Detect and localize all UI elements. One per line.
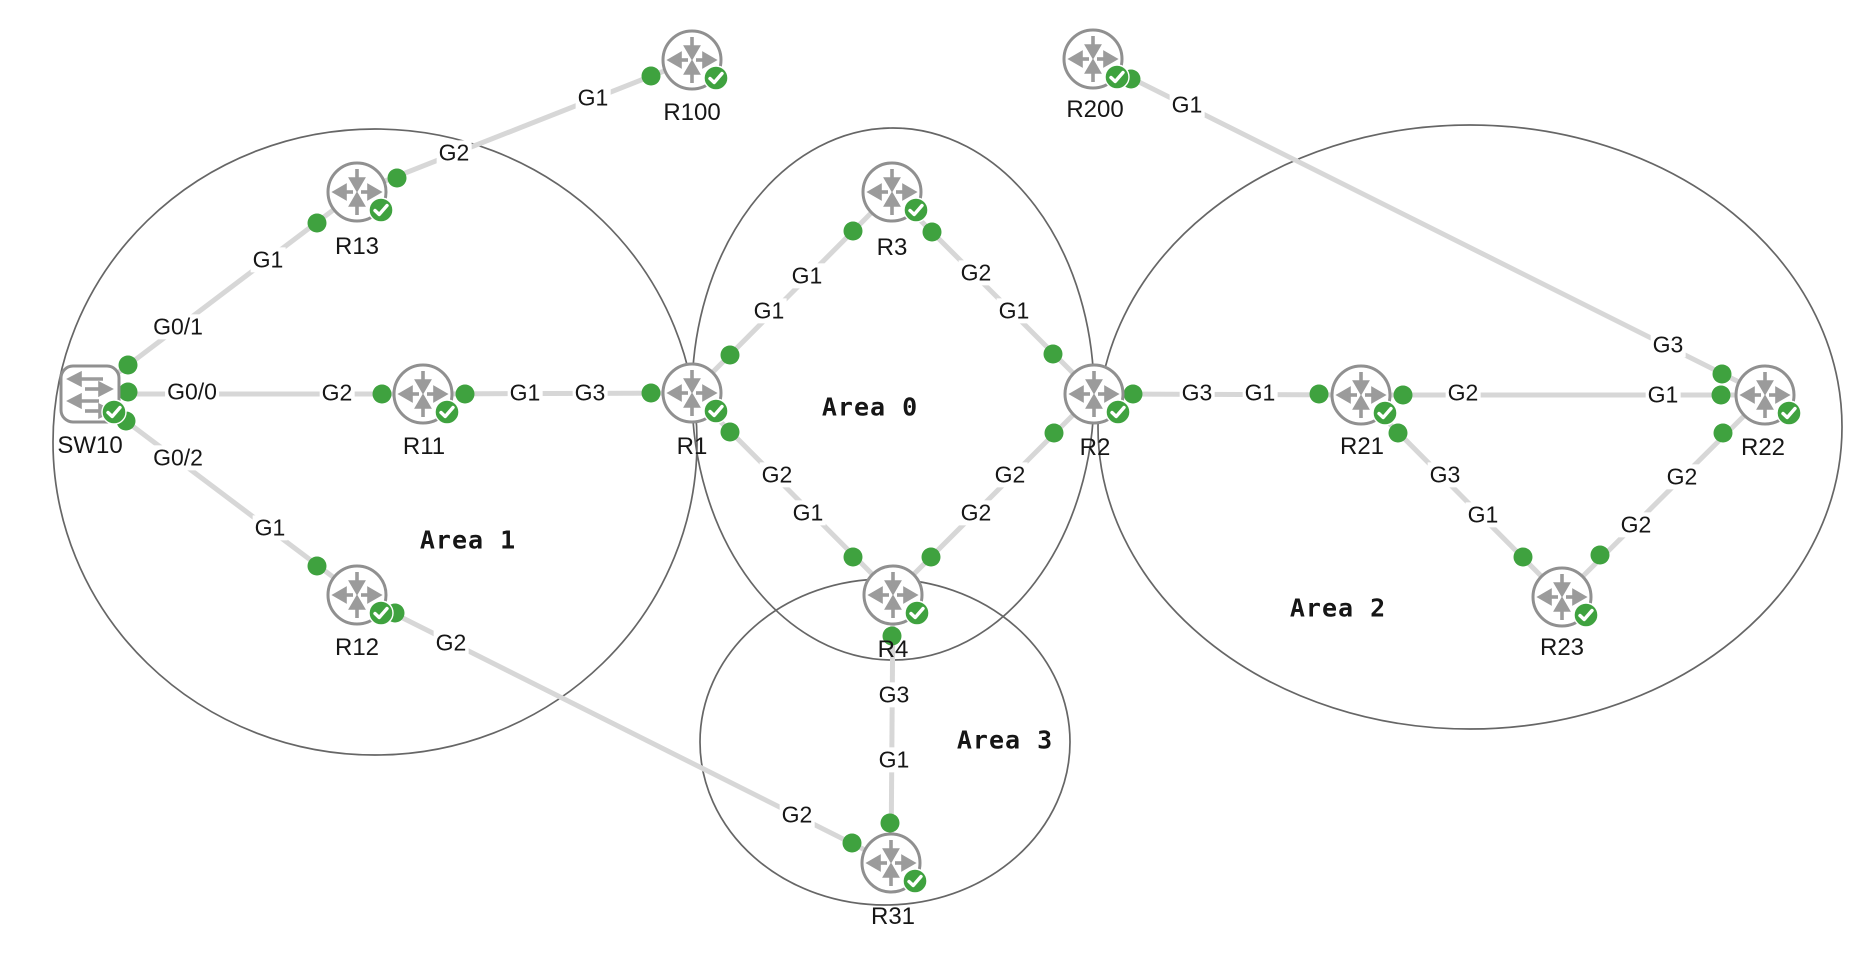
area-label-3[interactable]: Area 3 <box>956 725 1054 755</box>
iface-label-r21-g1[interactable]: G1 <box>1242 379 1278 406</box>
node-label-r2[interactable]: R2 <box>1079 434 1111 461</box>
iface-label-r12-g2[interactable]: G2 <box>433 629 469 656</box>
iface-label-r100-g1[interactable]: G1 <box>575 84 611 111</box>
status-up-check-icon <box>1372 400 1398 426</box>
node-r1[interactable] <box>660 361 724 425</box>
iface-label-r22-g2[interactable]: G2 <box>1664 463 1700 490</box>
iface-label-r3-g2[interactable]: G2 <box>958 259 994 286</box>
iface-label-r4-g1[interactable]: G1 <box>790 499 826 526</box>
node-label-r200[interactable]: R200 <box>1066 96 1124 123</box>
node-label-r21[interactable]: R21 <box>1339 433 1385 460</box>
status-up-check-icon <box>1573 602 1599 628</box>
node-r22[interactable] <box>1733 363 1797 427</box>
area-label-2[interactable]: Area 2 <box>1289 593 1387 623</box>
iface-label-r4-g2[interactable]: G2 <box>958 499 994 526</box>
node-label-r23[interactable]: R23 <box>1539 634 1585 661</box>
status-up-check-icon <box>902 868 928 894</box>
node-r21[interactable] <box>1329 363 1393 427</box>
status-up-check-icon <box>1105 399 1131 425</box>
node-r31[interactable] <box>859 831 923 895</box>
status-up-check-icon <box>703 65 729 91</box>
node-label-r3[interactable]: R3 <box>876 234 908 261</box>
iface-label-r13-g2[interactable]: G2 <box>436 139 472 166</box>
iface-label-r2-g1[interactable]: G1 <box>996 297 1032 324</box>
iface-label-r2-g2[interactable]: G2 <box>992 461 1028 488</box>
area-label-0[interactable]: Area 0 <box>821 392 919 422</box>
iface-label-r4-g3[interactable]: G3 <box>876 681 912 708</box>
iface-label-sw10-g01[interactable]: G0/1 <box>151 313 205 340</box>
iface-label-r21-g2[interactable]: G2 <box>1445 379 1481 406</box>
node-r2[interactable] <box>1062 362 1126 426</box>
iface-label-r11-g1[interactable]: G1 <box>507 379 543 406</box>
iface-label-r11-g2[interactable]: G2 <box>319 379 355 406</box>
iface-label-r1-g2[interactable]: G2 <box>759 461 795 488</box>
node-label-sw10[interactable]: SW10 <box>57 432 123 459</box>
node-r4[interactable] <box>861 563 925 627</box>
iface-label-r1-g3[interactable]: G3 <box>572 379 608 406</box>
iface-label-sw10-g00[interactable]: G0/0 <box>165 378 219 405</box>
status-up-check-icon <box>368 600 394 626</box>
iface-label-r31-g2[interactable]: G2 <box>779 801 815 828</box>
status-up-check-icon <box>703 398 729 424</box>
iface-label-r21-g3[interactable]: G3 <box>1427 461 1463 488</box>
status-up-check-icon <box>903 197 929 223</box>
iface-label-r3-g1[interactable]: G1 <box>789 262 825 289</box>
area2-ellipse[interactable] <box>1097 124 1843 730</box>
iface-label-r22-g3[interactable]: G3 <box>1650 331 1686 358</box>
node-label-r100[interactable]: R100 <box>663 99 721 126</box>
iface-label-r23-g2[interactable]: G2 <box>1618 511 1654 538</box>
node-r12[interactable] <box>325 563 389 627</box>
node-label-r13[interactable]: R13 <box>334 233 380 260</box>
status-up-check-icon <box>1776 400 1802 426</box>
iface-label-r2-g3[interactable]: G3 <box>1179 379 1215 406</box>
node-label-r12[interactable]: R12 <box>334 634 380 661</box>
status-up-check-icon <box>101 399 127 425</box>
iface-label-sw10-g02[interactable]: G0/2 <box>151 444 205 471</box>
iface-label-r22-g1[interactable]: G1 <box>1645 381 1681 408</box>
status-up-check-icon <box>904 600 930 626</box>
iface-label-r23-g1[interactable]: G1 <box>1465 501 1501 528</box>
node-r3[interactable] <box>860 160 924 224</box>
status-up-check-icon <box>1104 64 1130 90</box>
node-label-r22[interactable]: R22 <box>1740 434 1786 461</box>
node-label-r11[interactable]: R11 <box>402 433 446 460</box>
status-up-check-icon <box>368 197 394 223</box>
node-label-r31[interactable]: R31 <box>870 903 916 930</box>
iface-label-r13-g1[interactable]: G1 <box>250 246 286 273</box>
link-endpoint-dots <box>116 66 1733 853</box>
iface-label-r200-g1[interactable]: G1 <box>1169 91 1205 118</box>
node-label-r4[interactable]: R4 <box>877 636 909 663</box>
link-r100-r13[interactable] <box>356 57 693 195</box>
area1-ellipse[interactable] <box>52 128 698 756</box>
iface-label-r1-g1[interactable]: G1 <box>751 297 787 324</box>
node-r11[interactable] <box>391 362 455 426</box>
iface-label-r12-g1[interactable]: G1 <box>252 514 288 541</box>
node-r23[interactable] <box>1530 565 1594 629</box>
node-label-r1[interactable]: R1 <box>676 433 708 460</box>
iface-label-r31-g1[interactable]: G1 <box>876 746 912 773</box>
area-label-1[interactable]: Area 1 <box>419 525 517 555</box>
node-r100[interactable] <box>660 28 724 92</box>
status-up-check-icon <box>434 399 460 425</box>
node-sw10[interactable] <box>58 362 122 426</box>
node-r13[interactable] <box>325 160 389 224</box>
node-r200[interactable] <box>1061 27 1125 91</box>
